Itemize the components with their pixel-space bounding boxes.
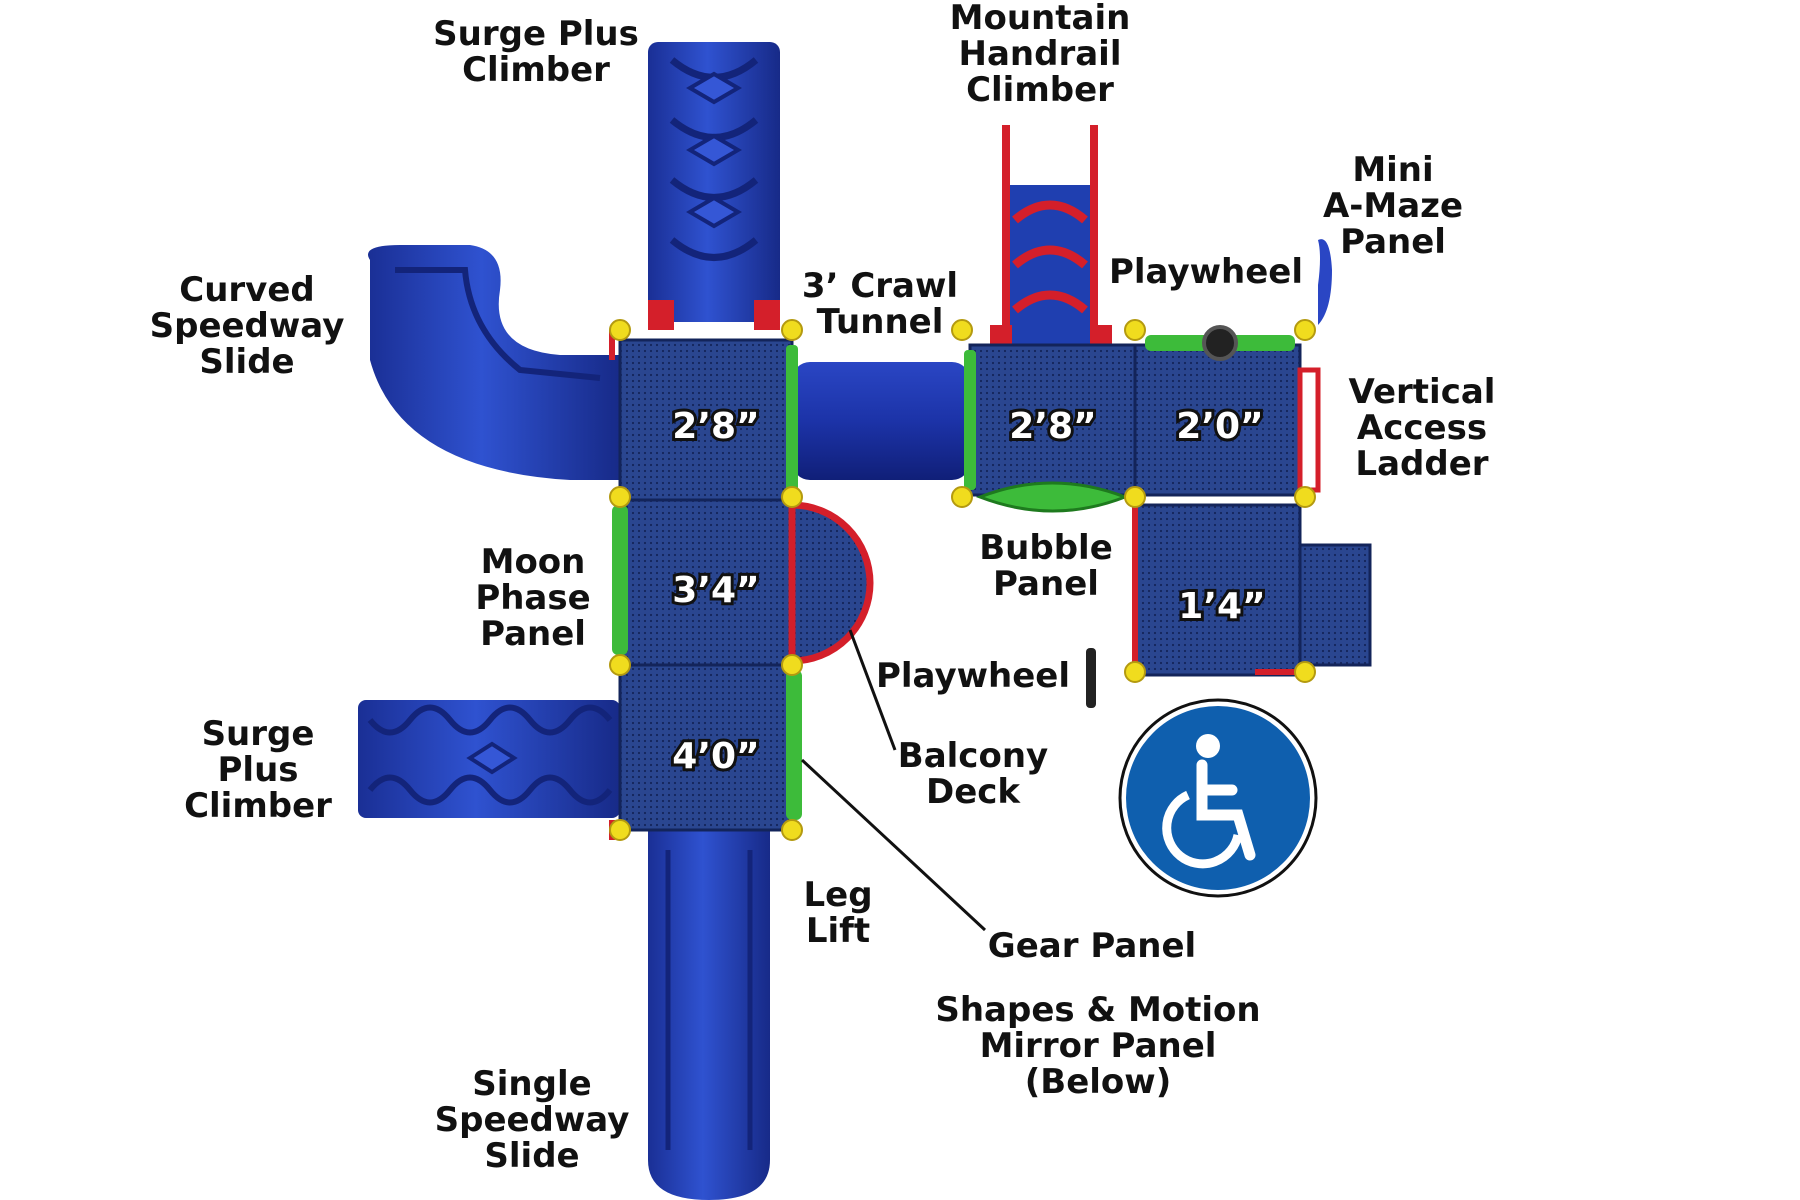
deck-a [618, 338, 794, 502]
mini-amaze-panel [1318, 239, 1332, 325]
deck-d-height: 2’8” [1009, 406, 1096, 447]
posts [609, 319, 1316, 841]
deck-d [968, 343, 1137, 497]
playwheel-bottom [1086, 648, 1096, 708]
deck-a-height: 2’8” [672, 406, 759, 447]
deck-b [618, 498, 794, 667]
deck-c-height: 4’0” [672, 736, 759, 777]
deck-b-height: 3’4” [672, 570, 759, 611]
vertical-access-ladder [1297, 367, 1321, 493]
playwheel-top [1202, 325, 1238, 361]
leader-lines [800, 629, 987, 932]
deck-d-panel [964, 350, 976, 490]
label-gear-panel: Gear Panel [987, 926, 1197, 966]
mountain-handrail-climber [990, 125, 1112, 347]
gear-panel [786, 670, 802, 820]
label-playwheel-top: Playwheel [1108, 252, 1304, 292]
deck-a-panel [786, 345, 798, 495]
deck-e [1133, 343, 1302, 497]
surge-plus-climber-left [358, 700, 620, 818]
moon-phase-panel [612, 505, 628, 655]
wheelchair-icon [1118, 698, 1318, 898]
deck-f-height: 1’4” [1178, 586, 1265, 627]
balcony-deck [788, 501, 874, 665]
surge-plus-climber-top [648, 42, 780, 330]
decks [618, 338, 1372, 832]
crawl-tunnel [792, 362, 970, 480]
curved-speedway-slide [368, 245, 620, 480]
label-playwheel-bottom: Playwheel [875, 656, 1071, 696]
deck-e-height: 2’0” [1176, 406, 1263, 447]
single-speedway-slide [648, 830, 770, 1200]
side-step-deck [1298, 543, 1372, 667]
deck-c [618, 663, 794, 832]
